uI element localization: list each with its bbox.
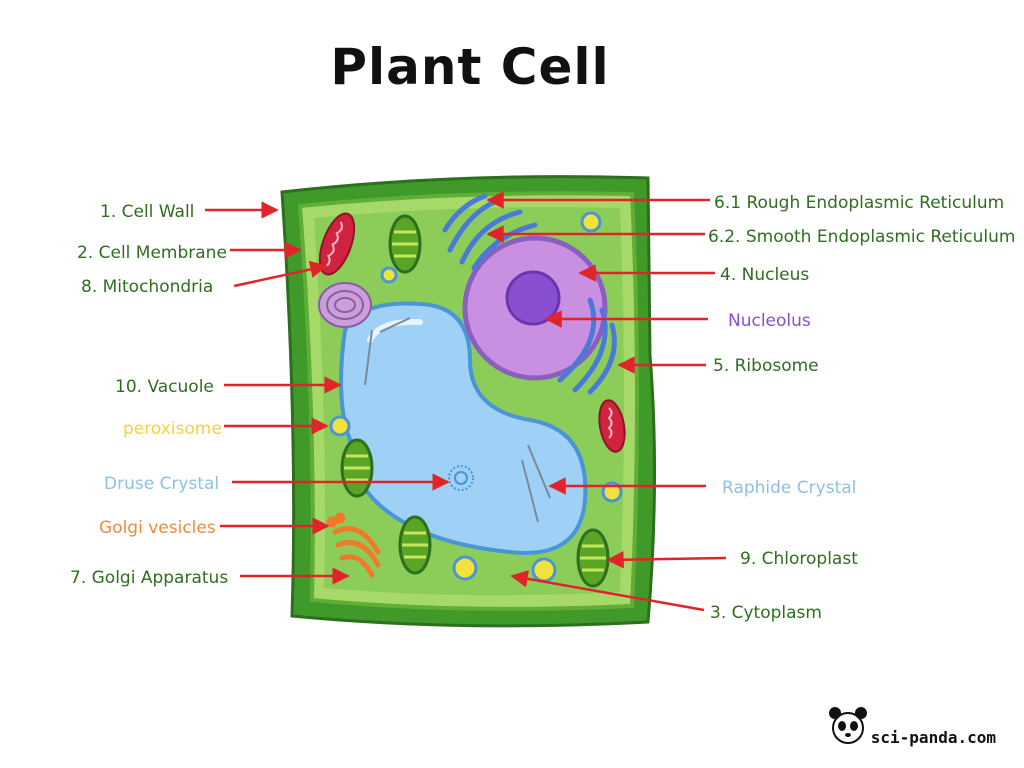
diagram-title: Plant Cell <box>330 38 610 96</box>
label-druse-crystal: Druse Crystal <box>104 474 219 494</box>
label-golgi-apparatus: 7. Golgi Apparatus <box>70 568 228 588</box>
chloroplast <box>340 438 374 498</box>
amyloplast <box>318 282 372 328</box>
raphide-crystal <box>364 317 551 523</box>
label-raphide-crystal: Raphide Crystal <box>722 478 856 498</box>
panda-logo-icon <box>829 707 867 744</box>
nucleolus <box>505 270 561 326</box>
brand-name: sci-panda.com <box>870 728 996 747</box>
label-mitochondria: 8. Mitochondria <box>81 277 213 297</box>
chloroplast <box>576 528 610 588</box>
label-cytoplasm: 3. Cytoplasm <box>710 603 822 623</box>
label-ribosome: 5. Ribosome <box>713 356 819 376</box>
chloroplast <box>398 515 432 575</box>
label-nucleolus: Nucleolus <box>728 311 811 331</box>
label-cell-wall: 1. Cell Wall <box>100 202 194 222</box>
label-vacuole: 10. Vacuole <box>115 377 214 397</box>
peroxisome <box>329 211 623 583</box>
label-chloroplast: 9. Chloroplast <box>740 549 858 569</box>
arrow-mitochondria <box>233 260 328 288</box>
label-nucleus: 4. Nucleus <box>720 265 809 285</box>
arrow-chloroplast <box>606 550 727 569</box>
label-golgi-vesicles: Golgi vesicles <box>99 518 216 538</box>
chloroplast <box>388 214 422 274</box>
label-peroxisome: peroxisome <box>123 419 222 439</box>
mitochondrion <box>598 399 626 453</box>
label-cell-membrane: 2. Cell Membrane <box>77 243 227 263</box>
golgi-apparatus <box>326 512 381 578</box>
label-smooth-er: 6.2. Smooth Endoplasmic Reticulum <box>708 227 1015 247</box>
arrow-cytoplasm <box>510 570 705 612</box>
label-rough-er: 6.1 Rough Endoplasmic Reticulum <box>714 193 1004 213</box>
